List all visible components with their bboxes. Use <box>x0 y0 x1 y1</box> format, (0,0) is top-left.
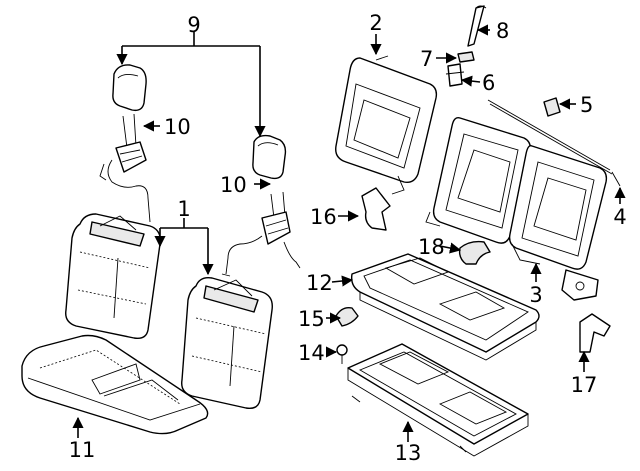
seat-back-right <box>181 276 273 410</box>
callout-3: 3 <box>529 283 542 307</box>
callout-5: 5 <box>580 93 593 117</box>
bolt <box>336 344 348 364</box>
callout-16: 16 <box>310 205 337 229</box>
callout-18: 18 <box>418 235 445 259</box>
leader-lines <box>72 24 626 442</box>
seat-back-frame <box>425 116 608 301</box>
callout-9: 9 <box>187 13 200 37</box>
headrest-guide-left <box>99 113 151 223</box>
callout-11-label: 11 <box>69 438 96 462</box>
callout-14: 14 <box>298 341 325 365</box>
latch-clip <box>457 51 475 63</box>
callout-10-right: 10 <box>220 173 247 197</box>
back-rod <box>487 99 621 187</box>
cushion-pan <box>350 253 540 361</box>
callout-6: 6 <box>482 71 495 95</box>
callout-10-left: 10 <box>164 115 191 139</box>
cap-cover <box>335 306 359 327</box>
callout-13: 13 <box>395 441 422 465</box>
trim-cap <box>543 97 561 117</box>
headrest-left <box>112 64 147 112</box>
hinge-cover-right <box>579 313 611 353</box>
headrest-right <box>252 134 287 180</box>
callout-15: 15 <box>298 307 325 331</box>
pivot-cover <box>458 240 491 265</box>
latch-rod <box>467 5 487 47</box>
callout-8: 8 <box>496 19 509 43</box>
callout-12: 12 <box>306 271 333 295</box>
headrest-guide-right <box>221 191 301 277</box>
seat-back-left <box>65 213 161 340</box>
callout-2: 2 <box>369 11 382 35</box>
callout-4: 4 <box>613 205 626 229</box>
seat-frame-lower <box>347 343 529 457</box>
seat-back-panel <box>335 55 438 195</box>
callout-1: 1 <box>177 197 190 221</box>
callout-17: 17 <box>571 373 598 397</box>
latch-bracket <box>445 63 465 87</box>
callout-7: 7 <box>420 47 433 71</box>
hinge-cover-left <box>361 187 391 231</box>
seat-cushion <box>21 334 209 435</box>
